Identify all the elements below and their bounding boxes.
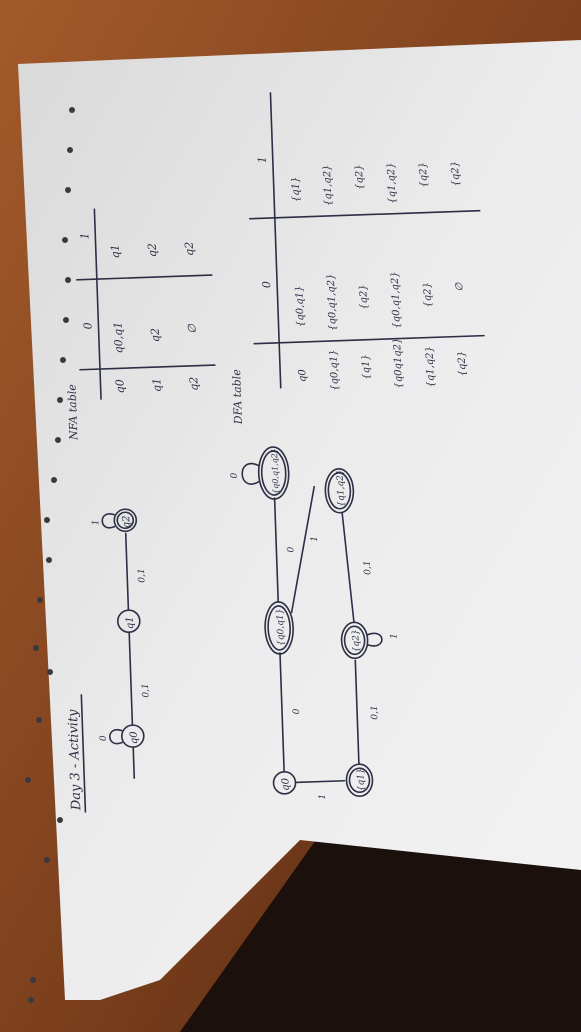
dfa-row-0-state: q0 <box>297 368 308 382</box>
dfa-row-5-c1: {q2} <box>450 161 462 187</box>
dfa-edge-label-0: 0 <box>292 708 302 714</box>
dfa-node-q1-label: {q1} <box>356 768 367 791</box>
nfa-row-2-state: q2 <box>187 376 200 390</box>
dfa-row-5-c0: ∅ <box>454 281 465 291</box>
nfa-state-q0-label: q0 <box>129 730 140 744</box>
nfa-state-q1-label: q1 <box>125 616 136 629</box>
dfa-node-q2-label: {q2} <box>351 629 362 652</box>
nfa-state-q2-label: q2 <box>121 515 132 528</box>
dfa-edge-label-1: 1 <box>318 794 328 800</box>
nfa-row-1-c0: q2 <box>149 328 162 342</box>
dfa-row-2-state: {q1} <box>361 354 373 380</box>
dfa-row-1-c1: {q1,q2} <box>322 164 334 206</box>
dfa-row-4-c0: {q2} <box>422 282 434 308</box>
dfa-row-0-c1: {q1} <box>290 176 302 202</box>
nfa-col-0: 0 <box>81 322 94 329</box>
dfa-edge-label-2: 0 <box>286 546 296 552</box>
dfa-node-q1q2 <box>324 467 355 514</box>
nfa-table: 0 1 q0 q0,q1 q1 q1 q2 q2 q2 ∅ q2 <box>76 208 216 400</box>
nfa-q0-loop-label: 0 <box>99 735 109 741</box>
nfa-row-2-c0: ∅ <box>185 324 198 334</box>
dfa-row-3-c0: {q0,q1,q2} <box>390 271 403 329</box>
nfa-row-0-c1: q1 <box>109 244 122 258</box>
nfa-state-q2 <box>113 508 138 533</box>
dfa-edge-label-3: 1 <box>310 536 320 542</box>
spiral-holes <box>25 107 75 1003</box>
dfa-table-label: DFA table <box>230 369 245 426</box>
dfa-row-4-state: {q1,q2} <box>424 346 436 388</box>
dfa-row-3-state: {q0q1q2} <box>392 337 405 388</box>
dfa-node-q0-label: q0 <box>280 777 291 791</box>
dfa-edge-label-5: 0,1 <box>363 560 373 575</box>
dfa-edge-label-4: 0,1 <box>370 705 380 720</box>
dfa-row-1-c0: {q0,q1,q2} <box>326 273 339 331</box>
dfa-row-1-state: {q0,q1} <box>328 349 340 391</box>
nfa-col-1: 1 <box>78 232 91 239</box>
dfa-edge-label-6: 1 <box>389 633 399 639</box>
dfa-node-q0q1q2 <box>257 446 290 500</box>
nfa-row-1-state: q1 <box>150 378 163 392</box>
dfa-row-3-c1: {q1,q2} <box>386 162 398 204</box>
nfa-diagram: q0 0 0,1 q1 0,1 q2 1 <box>91 508 151 779</box>
dfa-row-2-c1: {q2} <box>354 164 366 190</box>
dfa-node-q1q2-label: {q1,q2} <box>336 469 347 507</box>
dfa-q2-loop <box>366 632 383 647</box>
dfa-row-4-c1: {q2} <box>418 162 430 188</box>
dfa-diagram: q0 0 1 {q0,q1} 0 {q0,q1,q2} 0 1 {q1} 0,1 <box>230 446 400 800</box>
dfa-row-2-c0: {q2} <box>358 284 370 310</box>
page-heading: Day 3 - Activity <box>66 709 85 812</box>
dfa-node-q0q1-label: {q0,q1} <box>275 608 286 646</box>
nfa-q2-loop-label: 1 <box>91 519 101 525</box>
paper-sheet <box>18 40 581 1000</box>
dfa-col-0: 0 <box>260 281 273 288</box>
nfa-edge-label-1: 0,1 <box>141 683 151 698</box>
dfa-node-q0q1q2-label: {q0,q1,q2} <box>270 448 281 494</box>
dfa-table: 0 1 q0 {q0,q1} {q1} {q0,q1} {q0,q1,q2} {… <box>249 92 485 391</box>
dfa-row-0-c0: {q0,q1} <box>294 285 306 327</box>
heading-underline <box>80 694 87 813</box>
nfa-table-label: NFA table <box>65 384 80 442</box>
nfa-q2-loop <box>101 513 116 529</box>
nfa-row-2-c1: q2 <box>183 242 196 256</box>
nfa-row-1-c1: q2 <box>146 243 159 257</box>
nfa-edge-label-2: 0,1 <box>137 568 147 583</box>
nfa-row-0-c0: q0,q1 <box>111 322 125 354</box>
nfa-row-0-state: q0 <box>113 379 126 393</box>
dfa-q0q1q2-loop <box>241 462 260 485</box>
dfa-col-1: 1 <box>256 156 269 163</box>
dfa-edge-label-7: 0 <box>230 472 240 478</box>
dfa-row-5-state: {q2} <box>457 351 469 377</box>
nfa-q0-loop <box>109 728 123 745</box>
floor-shadow <box>180 820 581 1032</box>
